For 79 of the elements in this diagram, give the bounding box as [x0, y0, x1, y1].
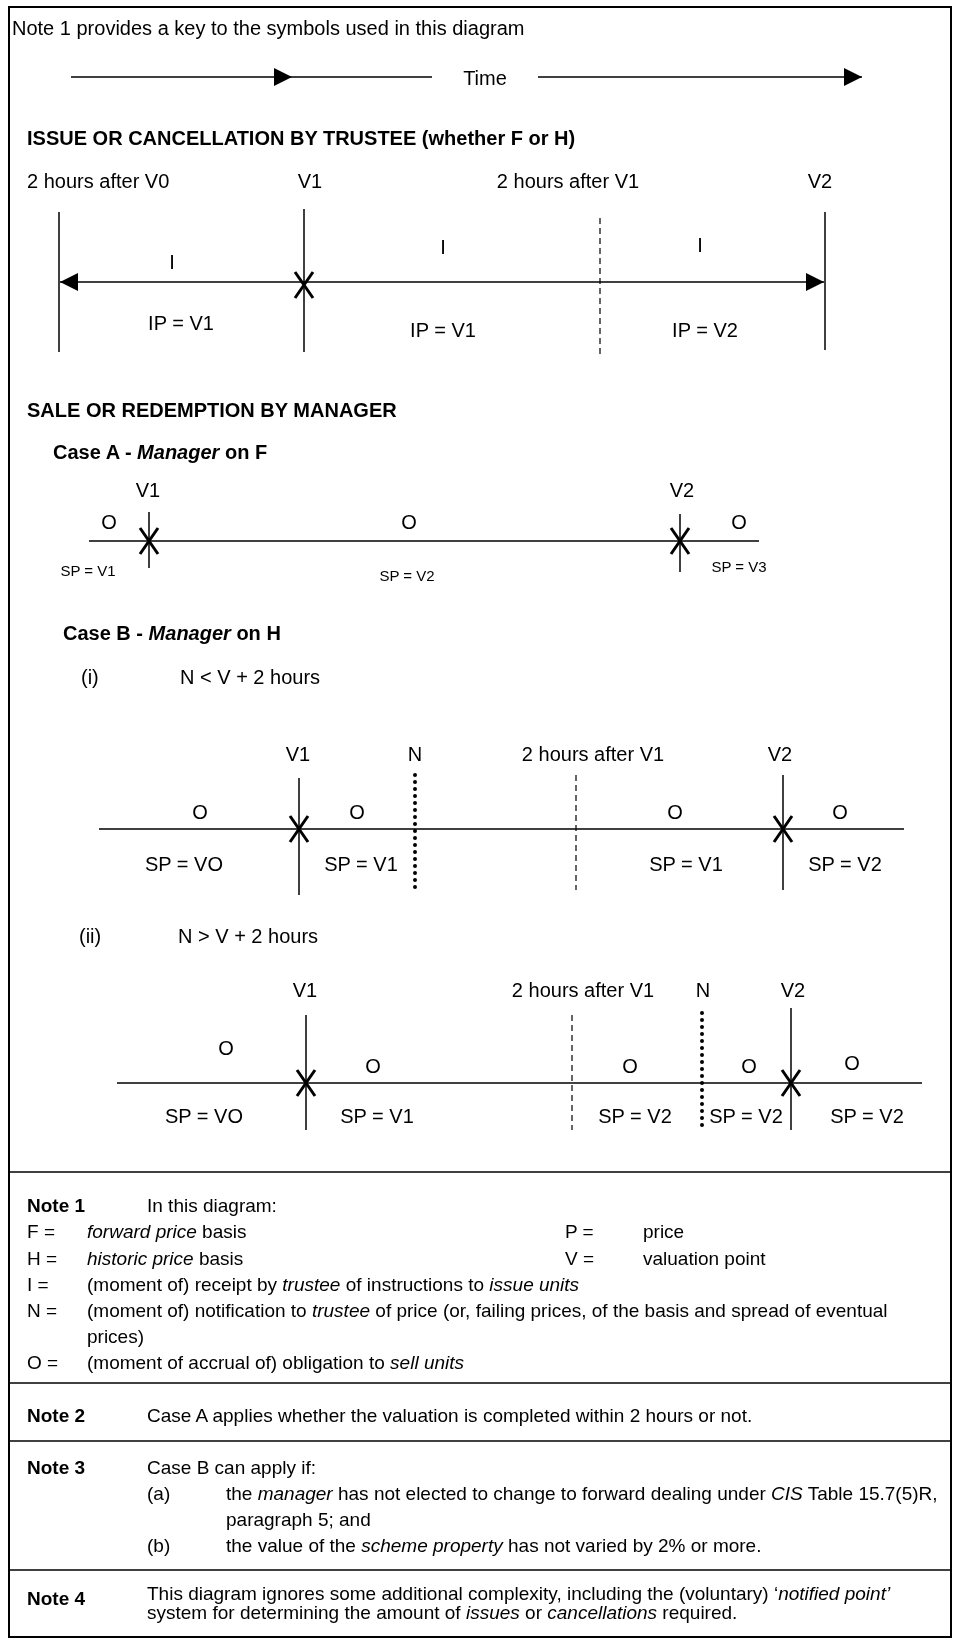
condition-text: N > V + 2 hours [178, 925, 319, 947]
price-label: IP = V1 [410, 319, 476, 341]
price-label: SP = V2 [598, 1105, 672, 1127]
symbol-key: H = [27, 1248, 58, 1270]
price-label: SP = V1 [324, 853, 398, 875]
definition-text: historic price basis [87, 1248, 244, 1270]
event-label: O [365, 1055, 381, 1077]
definition-text: (moment of) receipt by trustee of instructions to issue units [87, 1274, 580, 1296]
note-text: This diagram ignores some additional complexity, including the (voluntary) ‘notified point’ system for determining the amount of issues or cancellations required. [147, 1584, 892, 1622]
price-label: SP = V1 [340, 1105, 414, 1127]
note-heading: Note 2 [27, 1405, 86, 1427]
price-label: IP = V1 [148, 312, 214, 334]
symbol-key: V = [565, 1248, 595, 1270]
case-heading: Case A - Manager on F [53, 441, 268, 463]
price-label: SP = V2 [830, 1105, 904, 1127]
price-label: IP = V2 [672, 319, 738, 341]
point-label: N [695, 979, 711, 1001]
price-label: SP = VO [145, 853, 223, 875]
price-label: SP = V2 [808, 853, 882, 875]
note-text: In this diagram: [147, 1195, 277, 1217]
point-label: N [407, 743, 423, 765]
event-label: O [731, 511, 747, 533]
note-text: the value of the scheme property has not varied by 2% or more. [226, 1535, 762, 1557]
definition-text: forward price basis [87, 1221, 247, 1243]
point-label: V2 [807, 170, 833, 192]
event-label: O [741, 1055, 757, 1077]
price-label: SP = V1 [649, 853, 723, 875]
price-label: SP = V1 [60, 562, 116, 580]
price-label: SP = V2 [379, 567, 435, 585]
symbol-key: P = [565, 1221, 594, 1243]
point-label: V2 [767, 743, 793, 765]
section-heading: ISSUE OR CANCELLATION BY TRUSTEE (whether F or H) [27, 127, 576, 149]
point-label: 2 hours after V1 [496, 170, 640, 192]
definition-text: valuation point [643, 1248, 766, 1270]
point-label: V1 [285, 743, 311, 765]
event-label: O [101, 511, 117, 533]
note-text: Case A applies whether the valuation is completed within 2 hours or not. [147, 1405, 753, 1427]
note-heading: Note 3 [27, 1457, 86, 1479]
case-number: (ii) [79, 925, 102, 947]
event-label: O [622, 1055, 638, 1077]
event-label: I [169, 251, 175, 273]
event-label: O [349, 801, 365, 823]
price-label: SP = V2 [709, 1105, 783, 1127]
case-heading: Case B - Manager on H [63, 622, 281, 644]
symbol-key: N = [27, 1300, 58, 1322]
point-label: V2 [669, 479, 695, 501]
event-label: O [667, 801, 683, 823]
point-label: V2 [780, 979, 806, 1001]
event-label: I [440, 236, 446, 258]
symbol-key: F = [27, 1221, 55, 1243]
note-text: Case B can apply if: [147, 1457, 316, 1479]
condition-text: N < V + 2 hours [180, 666, 321, 688]
point-label: V1 [297, 170, 323, 192]
event-label: O [218, 1037, 234, 1059]
point-label: V1 [292, 979, 318, 1001]
event-label: O [832, 801, 848, 823]
list-marker: (a) [147, 1483, 171, 1505]
section-heading: SALE OR REDEMPTION BY MANAGER [27, 399, 397, 421]
point-label: V1 [135, 479, 161, 501]
definition-text: price [643, 1221, 685, 1243]
symbol-key: I = [27, 1274, 49, 1296]
event-label: O [401, 511, 417, 533]
event-label: O [844, 1052, 860, 1074]
case-number: (i) [81, 666, 99, 688]
point-label: 2 hours after V0 [27, 170, 170, 192]
point-label: 2 hours after V1 [511, 979, 655, 1001]
definition-text: (moment of) notification to trustee of price (or, failing prices, of the basis and spread of eventual prices) [87, 1299, 889, 1349]
note-text: Note 1 provides a key to the symbols used in this diagram [12, 17, 525, 39]
point-label: 2 hours after V1 [521, 743, 665, 765]
definition-text: (moment of accrual of) obligation to sell units [87, 1352, 464, 1374]
axis-label: Time [463, 67, 507, 89]
note-heading: Note 1 [27, 1195, 86, 1217]
note-heading: Note 4 [27, 1588, 86, 1610]
price-label: SP = V3 [711, 558, 767, 576]
event-label: I [697, 234, 703, 256]
list-marker: (b) [147, 1535, 171, 1557]
symbol-key: O = [27, 1352, 59, 1374]
price-label: SP = VO [165, 1105, 243, 1127]
event-label: O [192, 801, 208, 823]
